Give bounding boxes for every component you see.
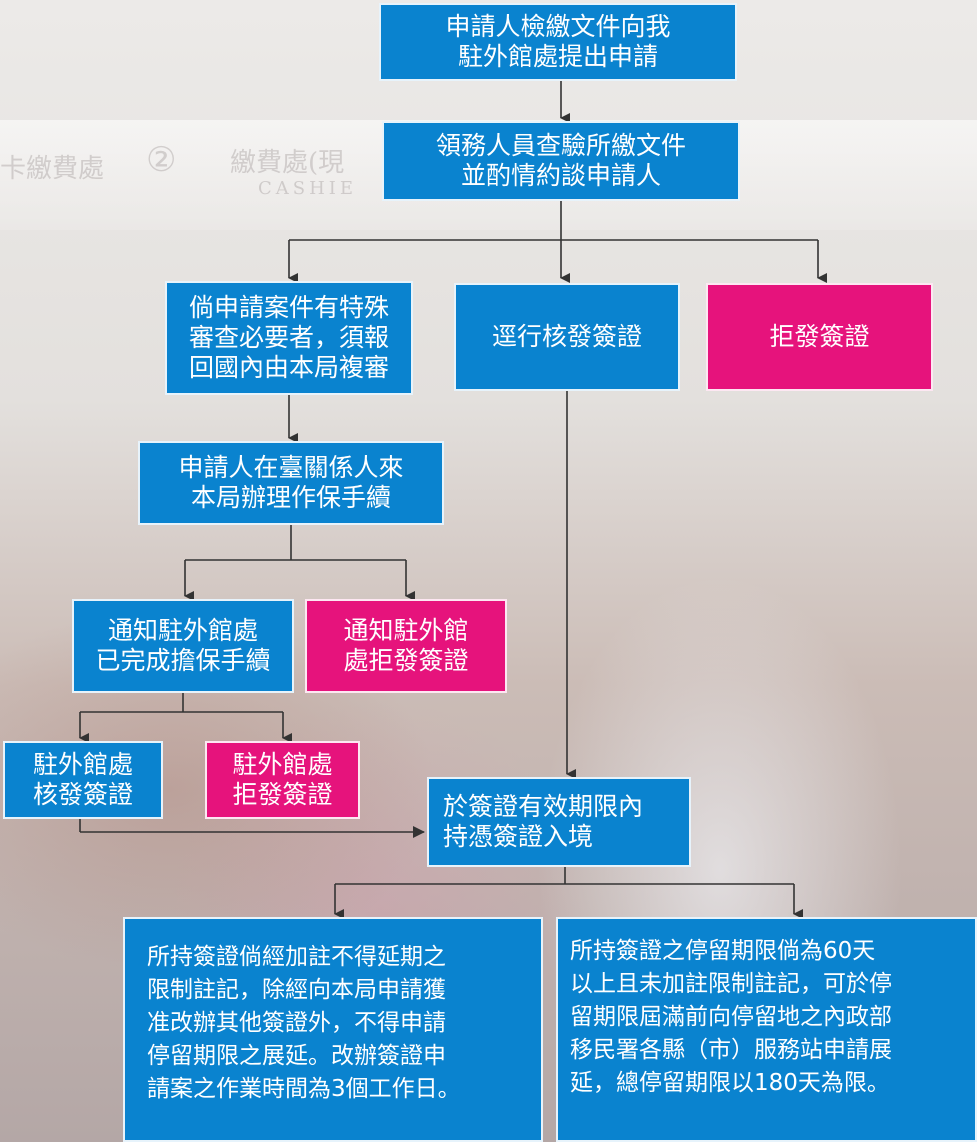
node-deny: 拒發簽證 bbox=[706, 283, 933, 391]
node-special-review: 倘申請案件有特殊 審查必要者，須報 回國內由本局複審 bbox=[165, 281, 413, 395]
node-issue-direct: 逕行核發簽證 bbox=[454, 283, 680, 391]
background-sign-left: 卡繳費處 bbox=[0, 154, 105, 184]
node-notify-deny: 通知駐外館 處拒發簽證 bbox=[305, 599, 507, 693]
node-review: 領務人員查驗所繳文件 並酌情約談申請人 bbox=[382, 121, 740, 201]
background-sign-mid: 繳費處(現 bbox=[230, 148, 345, 178]
background-sign-circle: ② bbox=[146, 140, 177, 180]
node-apply: 申請人檢繳文件向我 駐外館處提出申請 bbox=[379, 3, 737, 81]
node-note-restricted: 所持簽證倘經加註不得延期之 限制註記，除經向本局申請獲 准改辦其他簽證外，不得申… bbox=[123, 917, 543, 1142]
node-note-extend: 所持簽證之停留期限倘為60天 以上且未加註限制註記，可於停 留期限屆滿前向停留地… bbox=[556, 917, 977, 1142]
node-mission-deny: 駐外館處 拒發簽證 bbox=[205, 741, 360, 819]
node-notify-done: 通知駐外館處 已完成擔保手續 bbox=[72, 599, 294, 693]
node-guarantor: 申請人在臺關係人來 本局辦理作保手續 bbox=[138, 441, 444, 525]
node-entry: 於簽證有效期限內 持憑簽證入境 bbox=[427, 777, 691, 867]
background-sign-sub: CASHIE bbox=[258, 178, 358, 199]
node-mission-issue: 駐外館處 核發簽證 bbox=[3, 741, 163, 819]
